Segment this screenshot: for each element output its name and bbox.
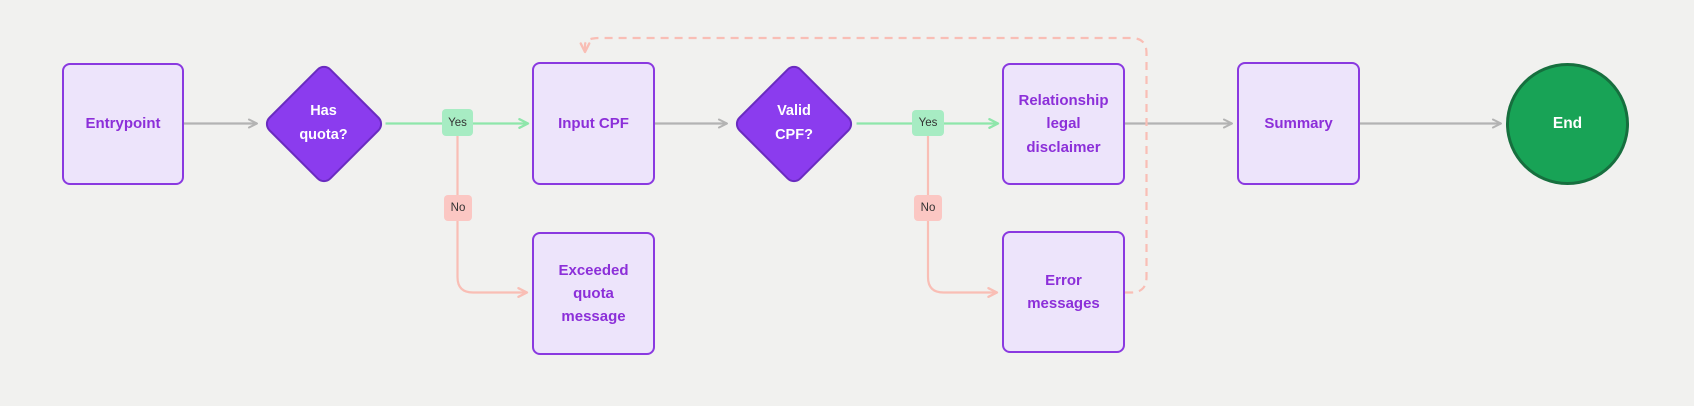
node-summary-label: Summary (1264, 114, 1333, 132)
node-entrypoint[interactable]: Entrypoint (62, 63, 184, 185)
node-valid-cpf[interactable]: Valid CPF? (731, 61, 857, 186)
edge-valid-cpf-no-to-error-messages (926, 135, 999, 298)
edge-label-valid-cpf-no[interactable]: No (914, 195, 942, 221)
edge-error-messages-loop-to-input-cpf (579, 36, 1148, 294)
node-end-label: End (1552, 115, 1583, 132)
node-has-quota-label: Has quota? (299, 102, 348, 143)
edge-label-valid-cpf-yes[interactable]: Yes (912, 110, 944, 136)
node-relationship-legal-disclaimer[interactable]: Relationship legal disclaimer (1002, 63, 1125, 185)
edge-label-has-quota-yes[interactable]: Yes (442, 109, 473, 136)
edge-has-quota-no-to-exceeded-quota (456, 135, 529, 298)
node-input-cpf[interactable]: Input CPF (532, 62, 655, 185)
node-error-messages[interactable]: Error messages (1002, 231, 1125, 353)
node-relationship-legal-disclaimer-label: Relationship legal disclaimer (1018, 92, 1109, 156)
node-valid-cpf-label: Valid CPF? (775, 102, 813, 143)
node-input-cpf-label: Input CPF (558, 114, 629, 132)
node-error-messages-label: Error messages (1027, 271, 1100, 312)
node-end[interactable]: End (1506, 63, 1629, 185)
node-entrypoint-label: Entrypoint (85, 115, 161, 133)
node-exceeded-quota-message[interactable]: Exceeded quota message (532, 232, 655, 355)
node-exceeded-quota-message-label: Exceeded quota message (558, 261, 629, 326)
node-has-quota[interactable]: Has quota? (261, 61, 386, 186)
edge-label-has-quota-no[interactable]: No (444, 195, 472, 221)
node-summary[interactable]: Summary (1237, 62, 1360, 185)
